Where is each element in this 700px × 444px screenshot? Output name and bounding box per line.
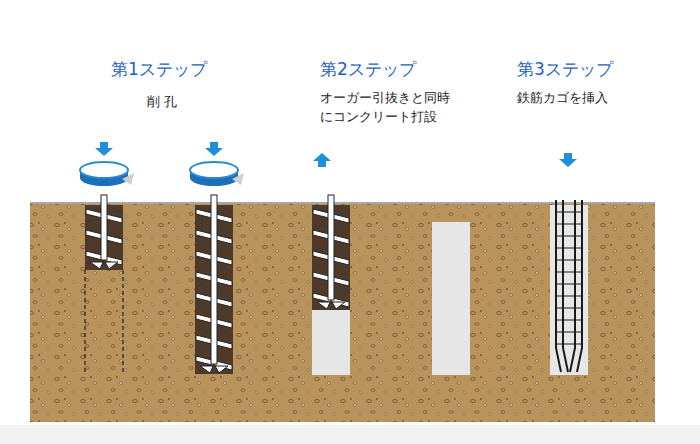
step-description: オーガー引抜きと同時 にコンクリート打設 — [320, 88, 470, 126]
rebar — [556, 200, 561, 372]
rebar-hoop — [555, 248, 583, 249]
step-heading: 第1ステップ — [111, 58, 207, 81]
rebar-hoop — [555, 284, 583, 285]
down-arrow — [95, 142, 113, 156]
rebar — [577, 200, 582, 372]
rotation-icon — [80, 162, 134, 186]
ground-line — [30, 202, 655, 204]
step-description: 鉄筋カゴを挿入 — [517, 88, 608, 107]
step-heading: 第2ステップ — [320, 58, 416, 81]
auger-bit — [200, 364, 228, 373]
down-arrow — [205, 142, 223, 156]
rebar — [570, 200, 575, 372]
rotation-icon — [190, 162, 244, 186]
planned-outline — [122, 270, 123, 375]
rebar-hoop — [555, 308, 583, 309]
rebar-hoop — [555, 236, 583, 237]
down-arrow — [559, 153, 577, 167]
rebar-hoop — [555, 260, 583, 261]
up-arrow — [313, 153, 331, 167]
planned-outline — [84, 270, 85, 375]
rebar-hoop — [555, 332, 583, 333]
rebar-hoop — [555, 224, 583, 225]
auger-shaft — [328, 195, 334, 300]
step-description: 削 孔 — [147, 92, 177, 111]
concrete — [312, 300, 350, 375]
rebar-hoop — [555, 296, 583, 297]
rebar-hoop — [555, 344, 583, 345]
auger-bit — [317, 300, 345, 309]
auger-shaft — [211, 195, 217, 364]
soil — [30, 204, 655, 422]
auger-bit — [90, 260, 118, 269]
auger-shaft — [101, 195, 107, 260]
rebar — [563, 200, 568, 372]
rebar-hoop — [555, 272, 583, 273]
rebar-hoop — [555, 320, 583, 321]
step-heading: 第3ステップ — [517, 58, 613, 81]
rebar-hoop — [555, 212, 583, 213]
concrete-column — [432, 222, 470, 375]
